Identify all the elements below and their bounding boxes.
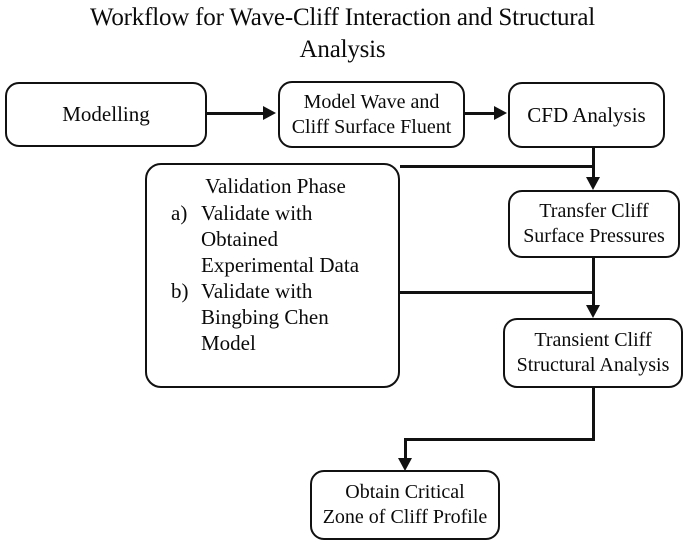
edge-transient-to-obtain-segment-1 <box>592 388 595 440</box>
node-modelling-label: Modelling <box>62 102 150 126</box>
edge-validation-to-transient <box>400 291 593 294</box>
figure-title-line-1: Workflow for Wave-Cliff Interaction and … <box>89 4 596 31</box>
validation-item-a-marker: a) <box>171 201 188 225</box>
node-model-wave-line-1: Model Wave and <box>303 90 440 113</box>
node-obtain-label: Obtain Critical Zone of Cliff Profile <box>318 480 492 530</box>
figure-title: Workflow for Wave-Cliff Interaction and … <box>0 2 685 66</box>
arrowhead-down-icon <box>586 177 600 190</box>
edge-transient-to-obtain-segment-3 <box>404 438 407 463</box>
node-transfer-line-2: Surface Pressures <box>523 225 665 247</box>
edge-model-wave-to-cfd <box>465 112 497 115</box>
node-transient-cliff-structural-analysis[interactable]: Transient Cliff Structural Analysis <box>503 318 683 388</box>
arrowhead-down-icon <box>398 458 412 471</box>
node-obtain-critical-zone-of-cliff-profile[interactable]: Obtain Critical Zone of Cliff Profile <box>310 470 500 540</box>
edge-cfd-to-transfer <box>592 148 595 180</box>
validation-item-b-text: Validate with Bingbing Chen Model <box>201 279 329 355</box>
validation-item-list: a) Validate with Obtained Experimental D… <box>157 200 388 356</box>
edge-validation-to-transfer <box>400 165 593 168</box>
node-obtain-line-1: Obtain Critical <box>345 481 465 503</box>
node-transient-label: Transient Cliff Structural Analysis <box>511 328 675 378</box>
node-transient-line-2: Structural Analysis <box>516 354 670 376</box>
node-model-wave-label: Model Wave and Cliff Surface Fluent <box>286 90 457 140</box>
edge-transient-to-obtain-segment-2 <box>404 438 595 441</box>
validation-item-b: b) Validate with Bingbing Chen Model <box>171 278 388 356</box>
node-transient-line-1: Transient Cliff <box>534 329 652 351</box>
node-cfd-label: CFD Analysis <box>527 102 646 127</box>
node-cfd-analysis[interactable]: CFD Analysis <box>508 82 665 148</box>
validation-item-b-marker: b) <box>171 279 189 303</box>
edge-modelling-to-model-wave <box>207 112 267 115</box>
node-transfer-label: Transfer Cliff Surface Pressures <box>516 199 672 249</box>
node-model-wave-line-2: Cliff Surface Fluent <box>291 115 452 138</box>
node-transfer-cliff-surface-pressures[interactable]: Transfer Cliff Surface Pressures <box>508 190 680 258</box>
node-validation-phase[interactable]: Validation Phase a) Validate with Obtain… <box>145 163 400 388</box>
validation-item-a: a) Validate with Obtained Experimental D… <box>171 200 388 278</box>
arrowhead-right-icon <box>263 106 276 120</box>
validation-heading: Validation Phase <box>205 174 346 198</box>
edge-transfer-to-transient <box>592 258 595 308</box>
node-transfer-line-1: Transfer Cliff <box>539 200 649 222</box>
node-obtain-line-2: Zone of Cliff Profile <box>322 506 488 528</box>
node-modelling[interactable]: Modelling <box>5 82 207 147</box>
arrowhead-right-icon <box>494 106 507 120</box>
figure-title-line-2: Analysis <box>299 36 386 63</box>
node-model-wave-and-cliff-surface-fluent[interactable]: Model Wave and Cliff Surface Fluent <box>278 81 465 148</box>
arrowhead-down-icon <box>586 305 600 318</box>
validation-item-a-text: Validate with Obtained Experimental Data <box>201 201 360 277</box>
